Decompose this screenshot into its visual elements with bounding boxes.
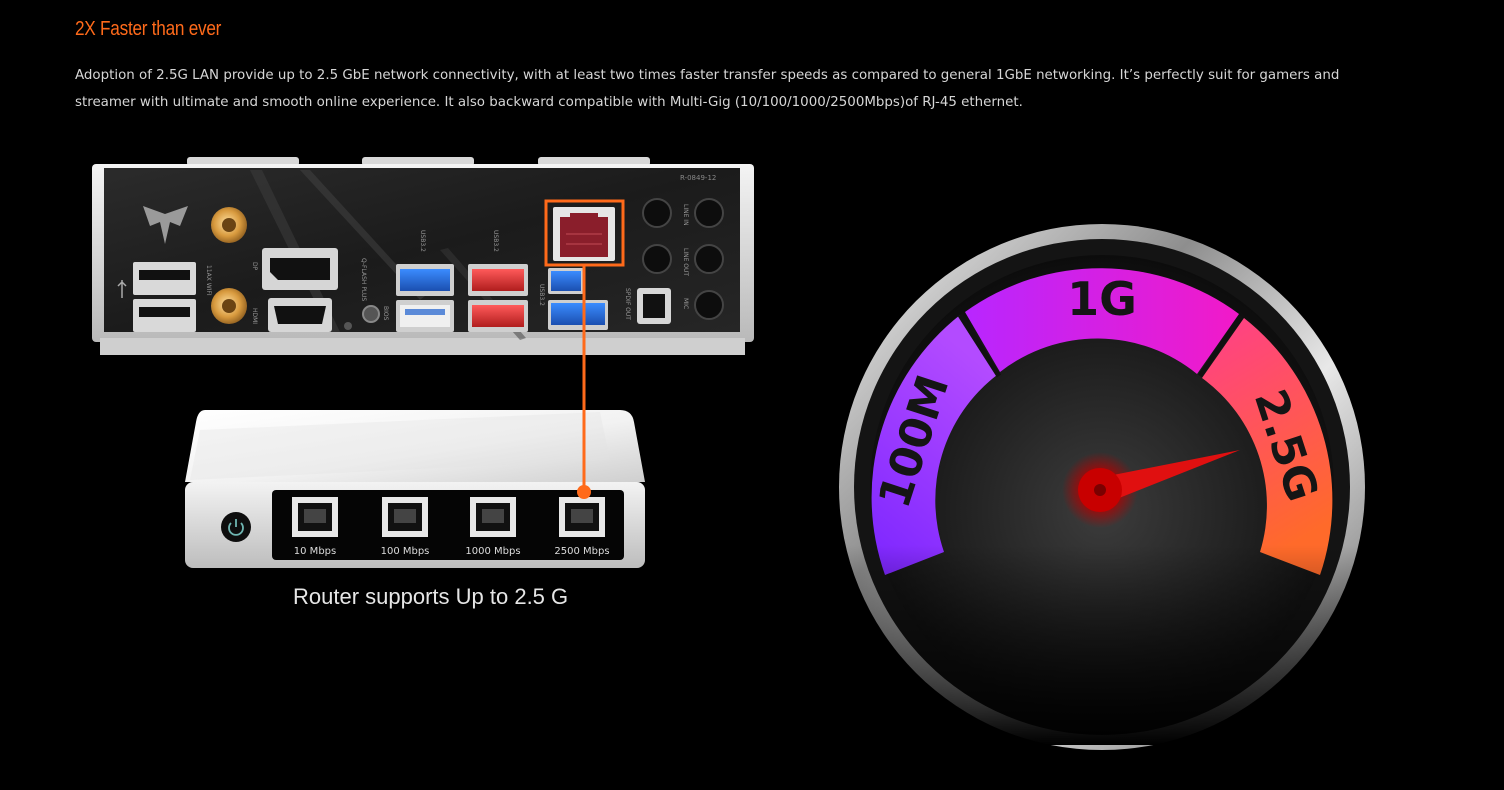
usb3-port-red bbox=[472, 269, 524, 291]
spdif-label: SPDIF OUT bbox=[624, 288, 631, 320]
usb3-port-white bbox=[400, 305, 450, 327]
qflash-label: Q-FLASH PLUS bbox=[360, 258, 367, 301]
usb3-port-blue bbox=[551, 271, 581, 291]
qflash-button bbox=[362, 305, 380, 323]
model-code-label: R-0849-12 bbox=[680, 174, 716, 182]
usb3-port-blue bbox=[551, 303, 605, 325]
connection-dot bbox=[577, 485, 591, 499]
usb-lower-label: USB3.2 bbox=[538, 284, 545, 306]
usb-symbol-icon bbox=[117, 280, 127, 298]
dp-label: DP bbox=[251, 262, 258, 271]
lan-2-5g-port bbox=[560, 217, 608, 257]
mic-label: MIC bbox=[682, 298, 689, 309]
usb-red-label: USB3.2 bbox=[492, 230, 499, 252]
section-title: 2X Faster than ever bbox=[75, 18, 222, 40]
section-description: Adoption of 2.5G LAN provide up to 2.5 G… bbox=[75, 68, 1340, 110]
audio-jacks bbox=[642, 198, 724, 320]
aorus-eagle-icon bbox=[143, 206, 188, 244]
line-out-label: LINE OUT bbox=[682, 248, 689, 276]
usb3-port-blue bbox=[400, 269, 450, 291]
hdmi-label: HDMI bbox=[251, 308, 258, 324]
usb3-port-red bbox=[472, 305, 524, 327]
bios-label: BIOS bbox=[382, 306, 389, 321]
wifi-label: 11AX WIFI bbox=[205, 265, 212, 296]
router-caption: Router supports Up to 2.5 G bbox=[293, 584, 569, 609]
line-in-label: LINE IN bbox=[682, 204, 689, 226]
usb-blue-label: USB3.2 bbox=[419, 230, 426, 252]
